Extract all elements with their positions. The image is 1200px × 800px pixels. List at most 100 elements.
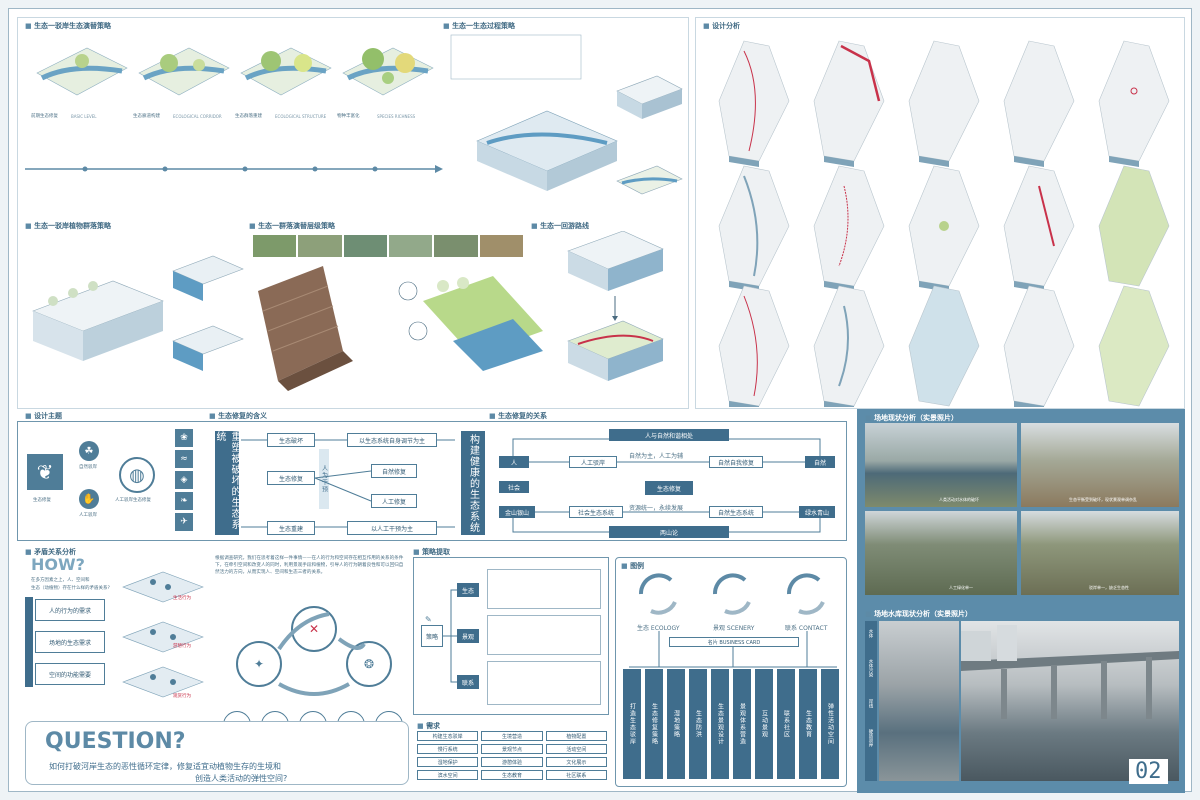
- map-r1c3: [908, 40, 980, 168]
- map-r2c5: [1098, 165, 1170, 287]
- cycle-label-2: 景观 SCENERY: [713, 625, 755, 632]
- chip-12: 社区联系: [545, 770, 607, 780]
- human-behavior-diagram: [122, 571, 204, 698]
- map-r1c1: [718, 40, 790, 168]
- column-9: 生态教育: [799, 669, 817, 779]
- flow-left-3: 生态重建: [267, 521, 315, 535]
- theme-icon-column: ❀ ≈ ◈ ❧ ✈: [175, 429, 193, 531]
- map-r1c5: [1098, 40, 1170, 168]
- map-r2c2: [813, 165, 885, 293]
- how-tag-3: 观赏行为: [173, 694, 191, 699]
- how-paragraph: 根据调查研究，我们在思考着这样一件事情——在人的行为和空间存在相互作用的关系的条…: [215, 556, 404, 575]
- terrain-map-1: [36, 47, 128, 96]
- logic-center-6: 社会生态系统: [569, 506, 623, 518]
- strategy-lines: [443, 589, 457, 683]
- fish2-icon: ❧: [175, 492, 193, 510]
- logic-top: 人与自然和谐相处: [609, 429, 729, 441]
- strategy-group-2: 景观: [457, 629, 479, 643]
- logic-arrows: [512, 438, 821, 533]
- design-theme-title: 设计主题: [25, 411, 62, 421]
- design-frame: [17, 421, 847, 541]
- strategy-text-1: [487, 569, 601, 609]
- water-photo-strip: [865, 621, 877, 781]
- svg-text:❂: ❂: [364, 657, 374, 671]
- strategy-bottom-title: 需求: [417, 721, 440, 731]
- top-right-frame: [695, 17, 1185, 409]
- theme-item-1: 自然驳岸: [79, 465, 97, 470]
- bird-icon: ✈: [175, 513, 193, 531]
- column-1: 打造生态驳岸: [623, 669, 641, 779]
- water-caption-1: 水体: [868, 629, 873, 638]
- question-box: [25, 721, 409, 785]
- design-analysis-title: 设计分析: [703, 21, 740, 31]
- how-row-2: 场地的生态需求: [35, 631, 105, 653]
- strategy-text-2: [487, 615, 601, 655]
- status-photo-4: [1021, 511, 1179, 595]
- column-7: 互动景观: [755, 669, 773, 779]
- column-6: 景观体系营造: [733, 669, 751, 779]
- chip-4: 慢行系统: [417, 744, 479, 754]
- column-2: 生态修复策略: [645, 669, 663, 779]
- cycle-rings: [638, 573, 825, 615]
- map-r3c4: [1003, 285, 1075, 407]
- chip-8: 游憩体验: [481, 757, 543, 767]
- column-8: 联系社区: [777, 669, 795, 779]
- column-5: 生态景观设计: [711, 669, 729, 779]
- strategy-center: 策略: [421, 625, 443, 647]
- eco-logic-title: 生态修复的关系: [489, 411, 547, 421]
- stage-4: 物种丰富化: [337, 114, 360, 119]
- chip-11: 生态教育: [481, 770, 543, 780]
- stage-2: 生态廊道构建: [133, 114, 160, 119]
- status-caption-1: 人类活动对水体的破坏: [939, 497, 979, 502]
- question-title: QUESTION?: [45, 729, 186, 754]
- svg-text:✕: ✕: [309, 622, 319, 636]
- terrain-maps: [36, 47, 434, 96]
- logic-center-3: 自然自我修复: [709, 456, 763, 468]
- strategy-group-1: 生态: [457, 583, 479, 597]
- terrain-map-3: [240, 47, 332, 96]
- column-4: 生态防洪: [689, 669, 707, 779]
- flow-mid-3: 人工修复: [371, 494, 417, 508]
- question-line-2: 创造人类活动的弹性空间?: [195, 774, 288, 783]
- vertical-title-left: 重塑被破坏的生态系统: [214, 431, 240, 535]
- globe-icon: ◍: [119, 457, 155, 493]
- sprout-icon: ❀: [175, 429, 193, 447]
- logic-right-2: 绿水青山: [799, 506, 835, 518]
- water-caption-3: 岸线: [868, 699, 873, 708]
- water-caption-4: 硬质驳岸: [868, 729, 873, 747]
- natural-bank-icon: ☘: [79, 441, 99, 461]
- map-r3c1: [718, 285, 790, 407]
- page-number: 02: [1129, 759, 1168, 784]
- status-photo-3: [865, 511, 1017, 595]
- logic-center-5: 资源统一，永续发展: [629, 505, 684, 512]
- flow-arrows: [241, 439, 455, 528]
- map-r1c2: [813, 40, 885, 168]
- chip-3: 植物配置: [545, 731, 607, 741]
- chip-10: 滨水空间: [417, 770, 479, 780]
- terrain-map-4: [342, 47, 434, 96]
- plant-photo-strip: [253, 235, 523, 257]
- stage-1: 前期生态修复: [31, 114, 58, 119]
- how-tag-2: 游憩行为: [173, 644, 191, 649]
- theme-left-label: 生态修复: [33, 498, 51, 503]
- flow-left-1: 生态破坏: [267, 433, 315, 447]
- logic-center-7: 自然生态系统: [709, 506, 763, 518]
- terrain-map-2: [138, 47, 230, 96]
- stage-sub-2: ECOLOGICAL CORRIDOR: [173, 114, 222, 119]
- logic-center-2: 自然为主，人工为辅: [629, 453, 684, 460]
- how-row-3: 空间的功能需要: [35, 663, 105, 685]
- eco-flow-title: 生态一回游路线: [531, 221, 589, 231]
- status-photo-title: 场地现状分析（实景照片）: [865, 413, 958, 423]
- how-row-1: 人的行为的需求: [35, 599, 105, 621]
- how-question-1: 在多方因素之上，人、空间和: [31, 578, 90, 583]
- human-bank-icon: ✋: [79, 489, 99, 509]
- strategy-frame: [413, 557, 609, 715]
- status-caption-2: 生态平衡受到破坏，现状景观单调杂乱: [1069, 497, 1137, 502]
- eco-leaf-icon: ❦: [27, 454, 63, 490]
- eco-process-title: 生态一生态过程策略: [443, 21, 515, 31]
- process-diagram: [450, 34, 683, 195]
- eco-ecotone-title: 生态一群落演替层级策略: [249, 221, 335, 231]
- cycle-diagram: ✦ ✕ ❂: [236, 606, 392, 696]
- map-r2c1: [718, 165, 790, 293]
- status-photo-2: [1021, 423, 1179, 507]
